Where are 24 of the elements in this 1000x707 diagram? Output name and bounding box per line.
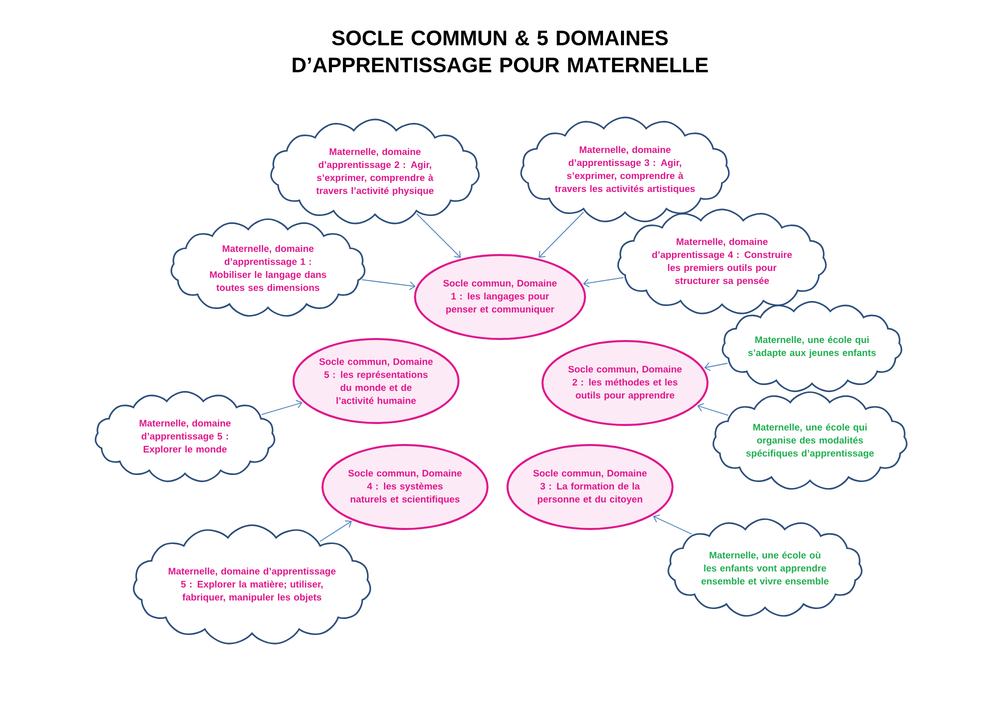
cloud-bubble: Maternelle, une école où les enfants vont apprendre ensemble et vivre ensemble [668,518,862,617]
arrow [261,400,302,415]
title: SOCLE COMMUN & 5 DOMAINES D’APPRENTISSAGE POUR MATERNELLE [292,30,708,72]
arrow [653,514,692,535]
arrow [704,362,728,372]
cloud-bubble: Maternelle, domaine d’apprentissage 5 : Explorer la matière; utiliser, fabriquer, manipuler les objets [132,524,372,644]
arrow [538,212,584,258]
cloud-bubble: Maternelle, domaine d’apprentissage 3 : Agir, s’exprimer, comprendre à travers les activités artistiques [520,116,730,222]
arrow [319,520,352,542]
cloud-bubble: Maternelle, domaine d’apprentissage 4 : Construire les premiers outils pour structurer sa pensée [617,208,827,314]
oval-bubble: Socle commun, Domaine 1 : les langages pour penser et communiquer [414,254,586,340]
oval-bubble: Socle commun, Domaine 2 : les méthodes et les outils pour apprendre [542,340,708,426]
oval-bubble: Socle commun, Domaine 3 : La formation de la personne et du citoyen [506,444,674,530]
arrow [416,213,461,258]
cloud-bubble: Maternelle, une école qui s’adapte aux jeunes enfants [722,300,902,392]
cloud-bubble: Maternelle, domaine d’apprentissage 5 : Explorer le monde [94,390,276,482]
arrow [583,277,624,288]
cloud-bubble: Maternelle, domaine d’apprentissage 2 : Agir, s’exprimer, comprendre à travers l’activité physique [270,118,480,224]
arrow [697,403,729,416]
cloud-bubble: Maternelle, une école qui organise des modalités spécifiques d’apprentissage [712,391,908,490]
arrow [361,279,416,290]
oval-bubble: Socle commun, Domaine 4 : les systèmes naturels et scientifiques [322,444,488,530]
cloud-bubble: Maternelle, domaine d’apprentissage 1 : Mobiliser le langage dans toutes ses dimensions [170,218,366,317]
oval-bubble: Socle commun, Domaine 5 : les représentations du monde et de l’activité humaine [292,338,460,424]
